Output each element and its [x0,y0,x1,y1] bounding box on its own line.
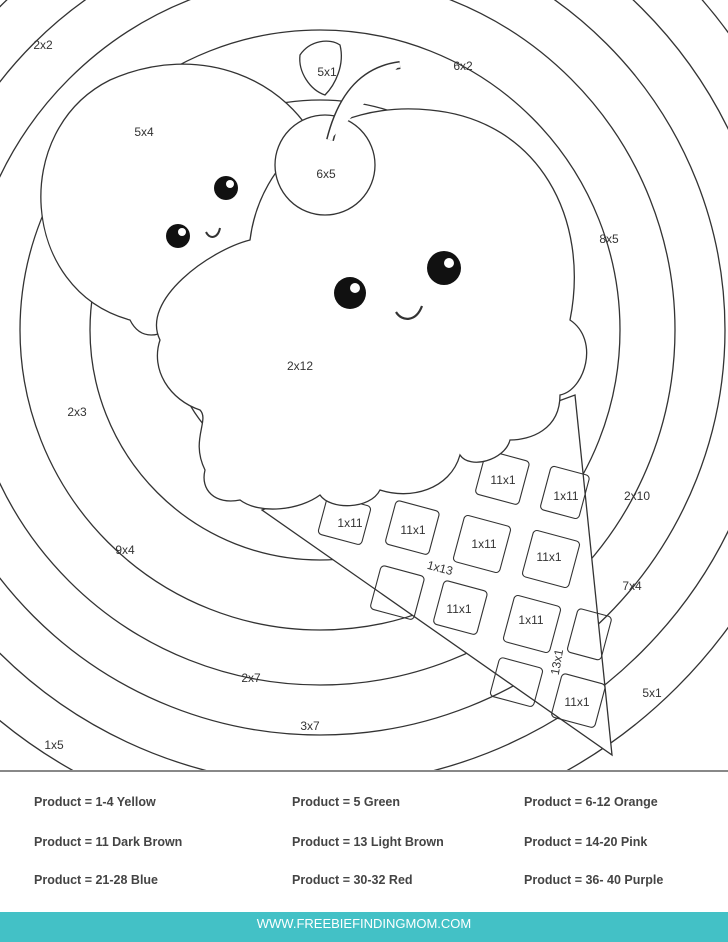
ice-cream-scoops [40,40,588,510]
region-label: 2x7 [241,671,261,685]
key-item: Product = 14-20 Pink [524,835,648,849]
region-label: 2x2 [33,38,53,52]
region-label: 5x1 [642,686,662,700]
region-label: 5x4 [134,125,154,139]
region-label: 11x1 [564,695,590,709]
key-item: Product = 13 Light Brown [292,835,444,849]
region-label: 1x11 [471,537,497,551]
region-label: 1x11 [553,489,579,503]
footer-website: WWW.FREEBIEFINDINGMOM.COM [0,912,728,942]
region-label: 2x10 [623,489,651,503]
region-label: 11x1 [446,602,472,616]
key-item: Product = 30-32 Red [292,873,413,887]
key-item: Product = 1-4 Yellow [34,795,156,809]
region-label: 2x12 [286,359,314,373]
key-item: Product = 5 Green [292,795,401,809]
region-label: 7x4 [622,579,642,593]
region-label: 11x1 [400,523,426,537]
divider [0,770,728,772]
region-label: 11x1 [536,550,562,564]
region-label: 8x5 [599,232,619,246]
key-item: Product = 6-12 Orange [524,795,658,809]
key-item: Product = 11 Dark Brown [34,835,183,849]
region-label: 1x5 [44,738,64,752]
faces [166,176,461,309]
region-label: 5x1 [317,65,337,79]
key-item: Product = 21-28 Blue [34,873,158,887]
region-label: 3x7 [300,719,320,733]
region-label: 11x1 [490,473,516,487]
region-label: 2x3 [67,405,87,419]
region-label: 6x2 [453,59,473,73]
region-label: 1x11 [337,516,363,530]
ice-cream-line-art [0,0,728,770]
key-item: Product = 36- 40 Purple [524,873,664,887]
region-label: 9x4 [115,543,135,557]
region-label: 6x5 [316,167,336,181]
region-label: 1x11 [518,613,544,627]
